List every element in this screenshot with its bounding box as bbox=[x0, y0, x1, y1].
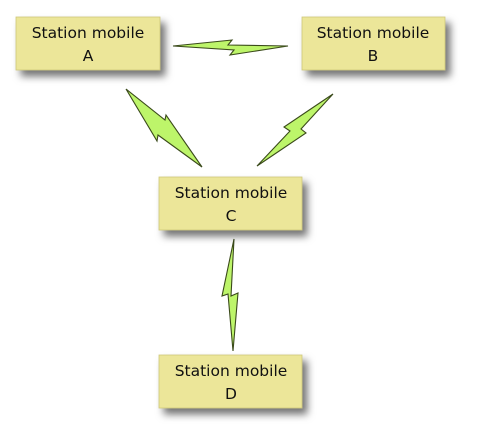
node-c-label-line1: Station mobile bbox=[175, 184, 288, 202]
node-a-label-line2: A bbox=[83, 47, 94, 65]
node-station-a[interactable] bbox=[15, 16, 161, 71]
link-bolt-a-b bbox=[172, 39, 289, 56]
node-d-label-line2: D bbox=[225, 385, 237, 403]
node-c-label-line2: C bbox=[226, 207, 237, 225]
node-station-d[interactable] bbox=[158, 354, 303, 409]
node-station-b[interactable] bbox=[301, 16, 446, 71]
node-d-label-line1: Station mobile bbox=[175, 362, 288, 380]
node-b-label-line1: Station mobile bbox=[317, 24, 430, 42]
link-bolt-b-c bbox=[256, 93, 334, 167]
node-station-c[interactable] bbox=[158, 176, 303, 231]
link-bolt-a-c bbox=[125, 88, 203, 168]
node-b-label-line2: B bbox=[368, 47, 379, 65]
node-a-label-line1: Station mobile bbox=[32, 24, 145, 42]
link-bolt-c-d bbox=[221, 238, 239, 352]
